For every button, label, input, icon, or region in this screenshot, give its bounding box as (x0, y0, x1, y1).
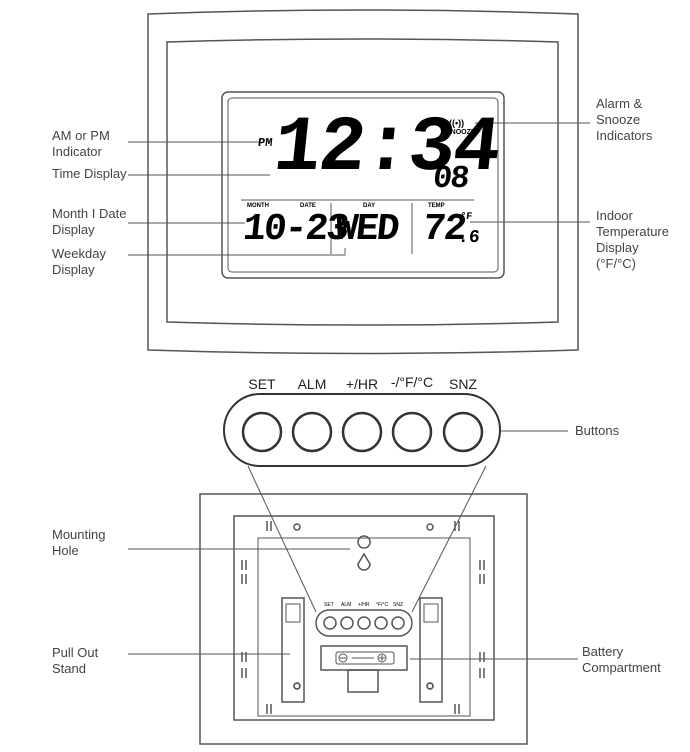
back-unit-label: °F/°C (376, 602, 389, 608)
battery-callout: Battery Compartment (582, 644, 661, 675)
temperature-callout: Indoor Temperature Display (°F/°C) (596, 208, 669, 271)
button-panel (223, 393, 501, 467)
pm-indicator: PM (257, 136, 274, 150)
unit-button-label: -/°F/°C (390, 374, 434, 390)
snz-button (442, 411, 484, 453)
date-label: DATE (300, 203, 316, 209)
clock-back (199, 493, 528, 745)
back-set-label: SET (324, 602, 334, 608)
back-alm-label: ALM (341, 602, 352, 608)
am-pm-callout: AM or PM Indicator (52, 128, 110, 159)
day-label: DAY (363, 203, 376, 209)
set-button (241, 411, 283, 453)
weekday-callout: Weekday Display (52, 246, 106, 277)
mounting-hole (357, 535, 371, 571)
month-label: MONTH (247, 203, 269, 209)
time-callout: Time Display (52, 166, 127, 181)
hr-button (341, 411, 383, 453)
callout-lines (128, 122, 590, 660)
alm-button-label: ALM (297, 376, 327, 392)
alm-button (291, 411, 333, 453)
stand-callout: Pull Out Stand (52, 645, 99, 676)
month-date-callout: Month I Date Display (52, 206, 127, 237)
hr-button-label: +/HR (345, 376, 379, 392)
seconds-display: 08 (431, 160, 470, 197)
snz-button-label: SNZ (449, 376, 477, 392)
buttons-callout: Buttons (575, 423, 620, 438)
mounting-hole-callout: Mounting Hole (52, 527, 106, 558)
temperature-unit: °F (459, 212, 473, 223)
back-snz-label: SNZ (393, 602, 403, 608)
set-button-label: SET (248, 376, 276, 392)
weekday-display: WED (332, 208, 400, 251)
pull-out-stand (281, 597, 443, 703)
temperature-decimal: .6 (456, 228, 481, 248)
alarm-snooze-callout: Alarm & Snooze Indicators (596, 96, 653, 143)
time-display: 12:34 (269, 105, 503, 193)
unit-button (391, 411, 433, 453)
temp-label: TEMP (428, 203, 445, 209)
alarm-waves-icon: ((•)) (449, 118, 465, 128)
back-hr-label: +/HR (358, 602, 370, 608)
snooze-indicator: SNOOZE (446, 129, 476, 136)
clock-front (147, 9, 579, 355)
